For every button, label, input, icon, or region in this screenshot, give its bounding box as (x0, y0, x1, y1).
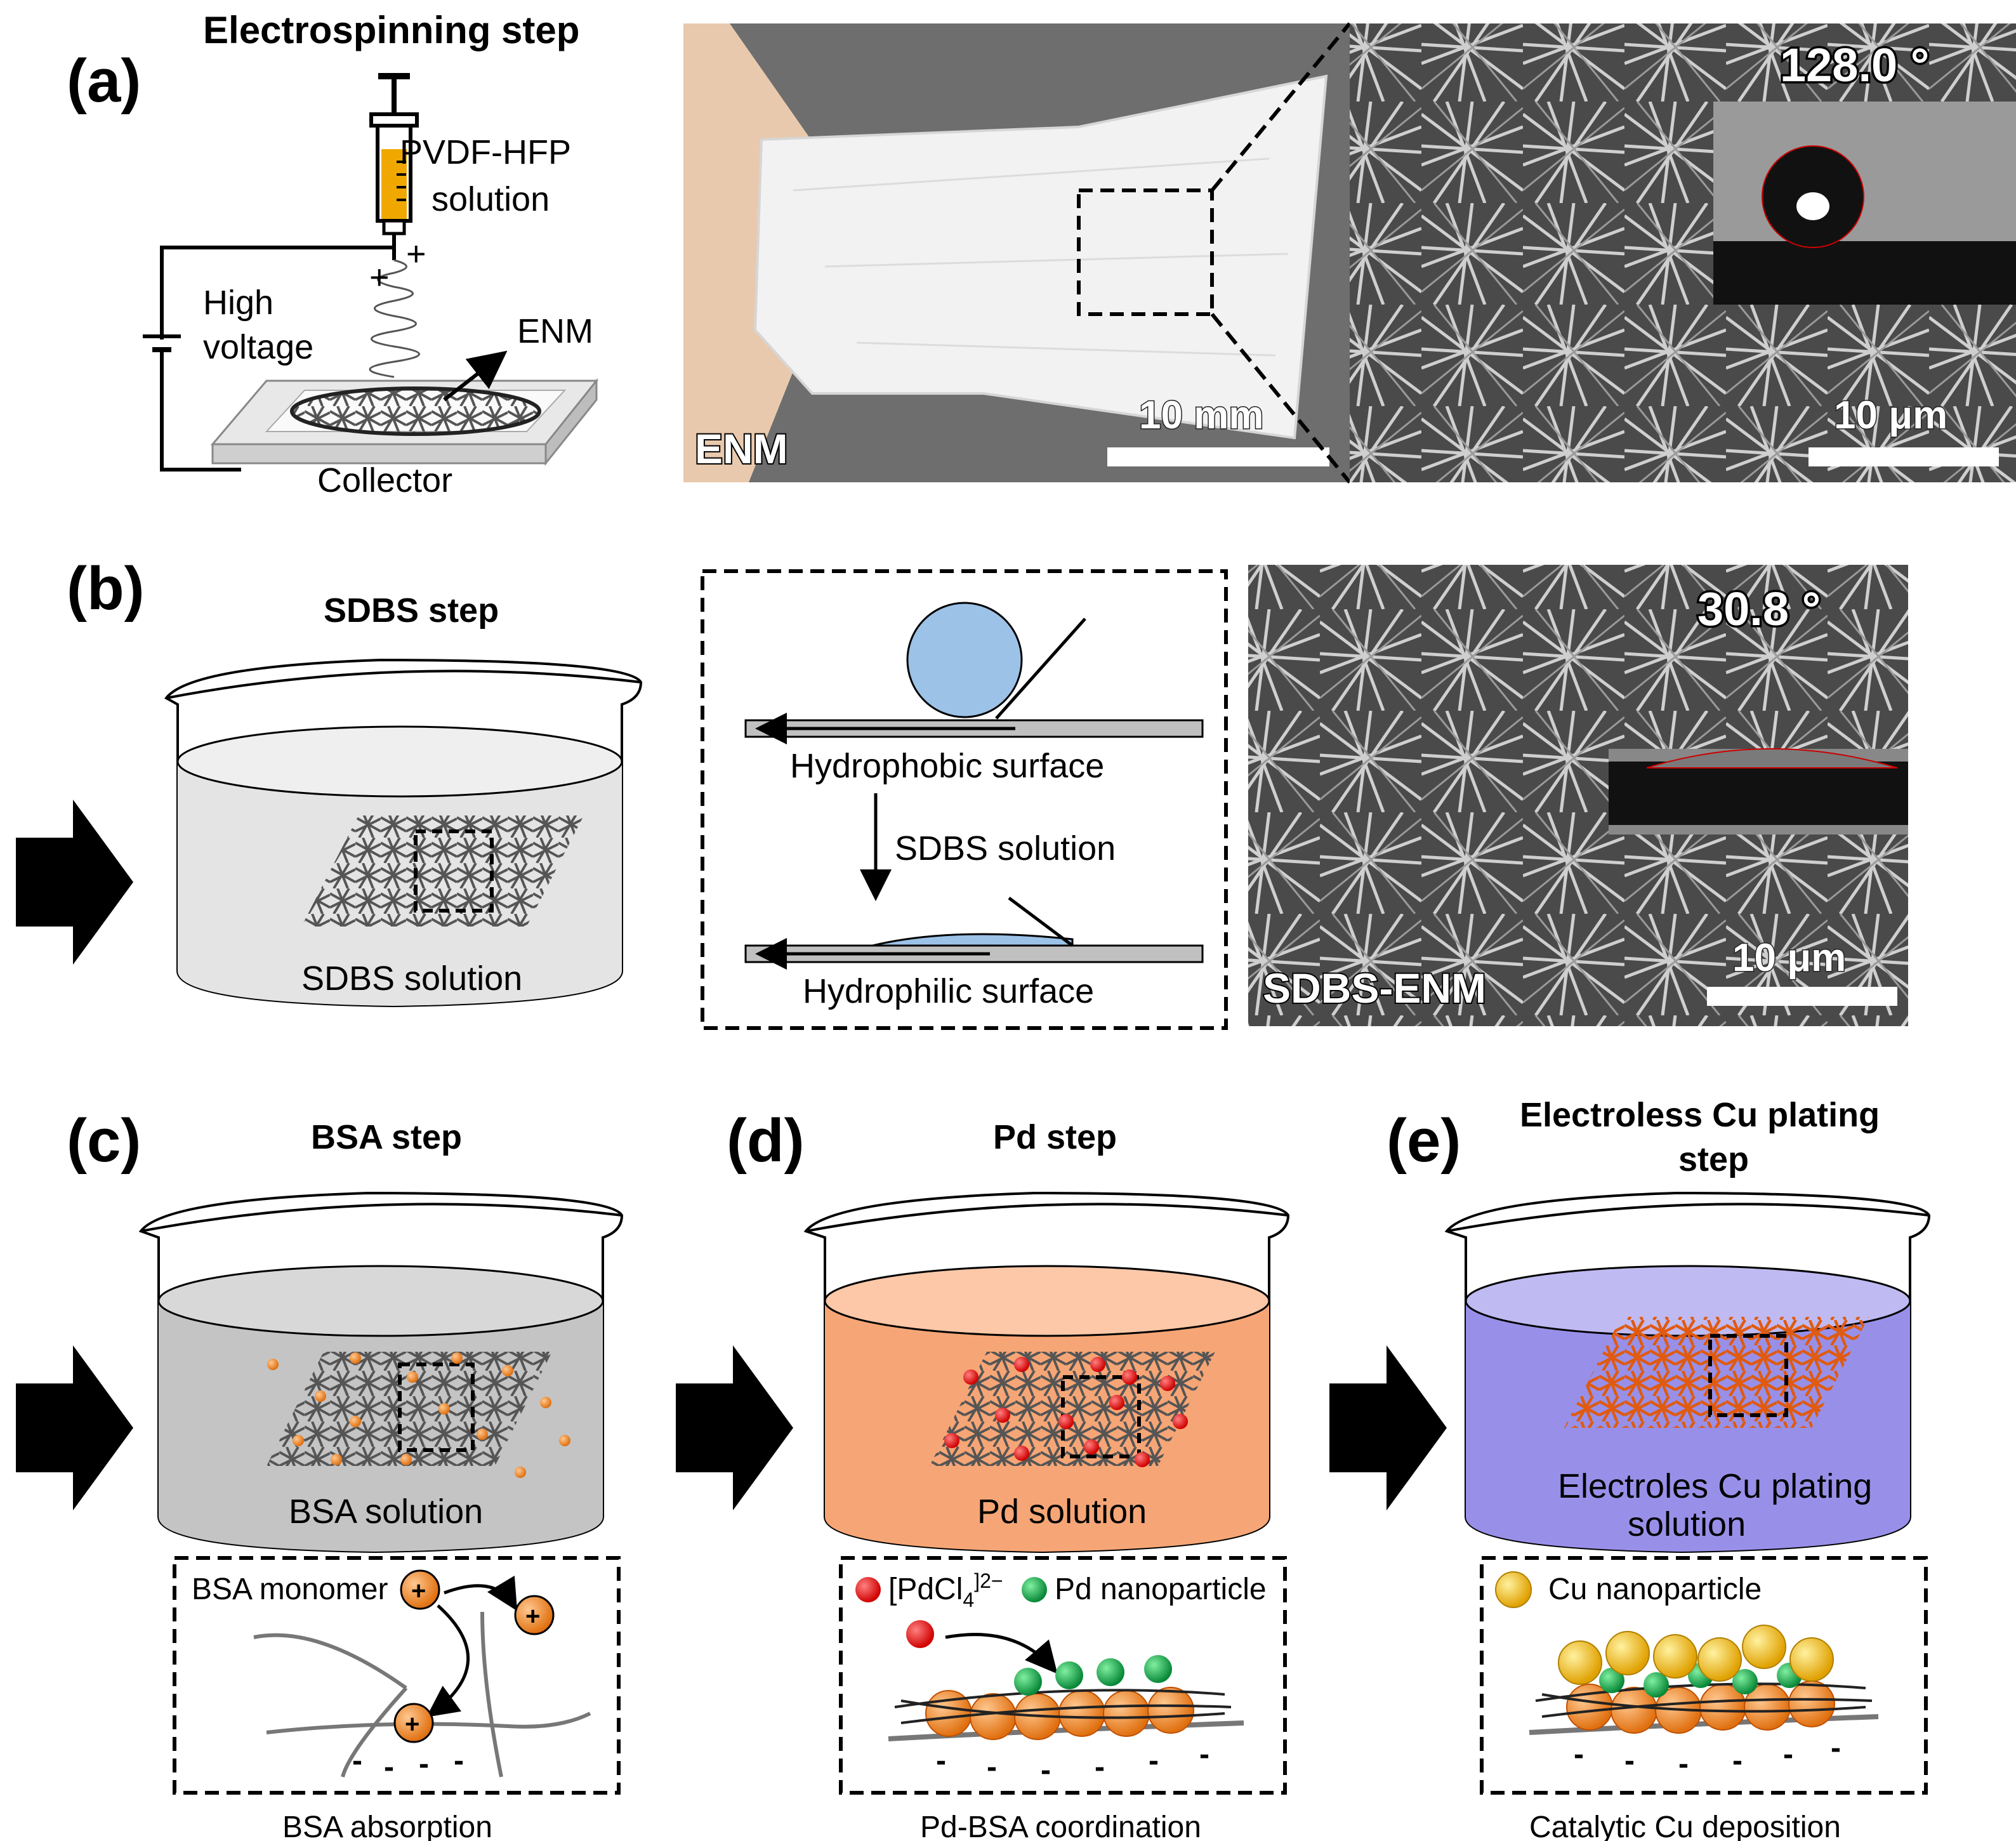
panel-e-title-line2: step (1678, 1140, 1749, 1178)
sem-scale-label-b: 10 μm (1732, 936, 1846, 980)
legend-cu-marker (1495, 1571, 1532, 1608)
caption-d: Pd-BSA coordination (920, 1811, 1201, 1841)
panel-d-title: Pd step (993, 1118, 1117, 1156)
collector-label: Collector (317, 461, 452, 499)
legend-pd-np-label: Pd nanoparticle (1055, 1573, 1267, 1606)
neg-d-6: - (1199, 1738, 1209, 1771)
neg-e-1: - (1574, 1738, 1584, 1771)
neg-d-1: - (936, 1744, 946, 1778)
voltage-label-line1: High (203, 284, 273, 322)
contact-angle-a: 128.0 ° (1780, 39, 1929, 91)
beaker-e-solution-line1: Electroles Cu plating (1558, 1467, 1872, 1505)
pdcl-ion (906, 1620, 934, 1648)
cu-inset (1480, 1556, 1928, 1795)
enm-label: ENM (517, 312, 593, 350)
legend-pdcl-marker (855, 1577, 881, 1602)
caption-e: Catalytic Cu deposition (1529, 1811, 1841, 1841)
legend-pd-np-marker (1022, 1577, 1047, 1602)
enm-sem-image (1350, 23, 2016, 482)
panel-a-title: Electrospinning step (203, 9, 579, 51)
hydrophobic-drop (906, 602, 1023, 718)
hydrophilic-droplet (1646, 748, 1898, 769)
hydrophobic-label: Hydrophobic surface (790, 747, 1104, 785)
plus-sign-right: + (406, 235, 426, 273)
neg-c-2: - (384, 1750, 394, 1784)
beaker-d (803, 1191, 1290, 1554)
legend-cu-label: Cu nanoparticle (1548, 1573, 1762, 1606)
panel-b-title: SDBS step (324, 591, 499, 630)
neg-e-4: - (1732, 1744, 1743, 1778)
electrospinning-schematic (143, 73, 599, 472)
neg-e-2: - (1624, 1744, 1635, 1778)
bsa-monomer-1 (400, 1569, 440, 1610)
syringe-label-line2: solution (432, 180, 550, 218)
arrow-to-e (1329, 1345, 1447, 1510)
panel-b-label: (b) (67, 555, 145, 623)
hydrophilic-label: Hydrophilic surface (803, 972, 1094, 1010)
enm-photo (683, 23, 1350, 482)
bsa-monomer-3 (393, 1703, 434, 1743)
neg-e-3: - (1678, 1747, 1689, 1781)
bsa-monomer-2 (514, 1595, 555, 1635)
beaker-c-solution: BSA solution (289, 1493, 483, 1531)
neg-d-4: - (1095, 1750, 1105, 1784)
plus-sign-left: + (369, 258, 390, 296)
sdbs-enm-label: SDBS-ENM (1263, 965, 1486, 1012)
contact-angle-b: 30.8 ° (1697, 583, 1821, 635)
beaker-b-solution: SDBS solution (301, 960, 522, 998)
charge-3: + (405, 1710, 419, 1738)
neg-d-5: - (1149, 1744, 1159, 1778)
neg-d-2: - (987, 1750, 997, 1784)
neg-e-6: - (1831, 1731, 1841, 1765)
beaker-e (1444, 1191, 1931, 1554)
bsa-monomer-label: BSA monomer (192, 1573, 388, 1606)
beaker-d-solution: Pd solution (977, 1493, 1147, 1531)
neg-d-3: - (1041, 1753, 1051, 1787)
beaker-e-solution-line2: solution (1628, 1505, 1746, 1543)
beaker-c (138, 1191, 624, 1554)
neg-c-1: - (352, 1744, 362, 1778)
panel-e-label: (e) (1387, 1107, 1461, 1175)
charge-2: + (525, 1602, 540, 1630)
sdbs-arrow-label: SDBS solution (895, 829, 1116, 868)
syringe-label-line1: PVDF-HFP (400, 133, 571, 171)
pd-inset (839, 1556, 1287, 1795)
voltage-label-line2: voltage (203, 328, 313, 366)
sdbs-enm-sem-image (1248, 565, 1908, 1026)
bsa-inset (173, 1556, 621, 1795)
neg-c-3: - (419, 1747, 429, 1781)
photo-enm-label: ENM (695, 425, 788, 472)
arrow-to-c (16, 1345, 133, 1510)
panel-e-title-line1: Electroless Cu plating (1520, 1096, 1880, 1134)
wetting-inset (701, 569, 1228, 1030)
neg-c-4: - (454, 1744, 464, 1778)
panel-c-label: (c) (67, 1107, 141, 1175)
charge-1: + (411, 1577, 426, 1605)
legend-pdcl-label: [PdCl4]2− (888, 1569, 1003, 1611)
panel-d-label: (d) (727, 1107, 805, 1175)
arrow-to-b (16, 800, 133, 965)
beaker-b (164, 658, 643, 1008)
caption-c: BSA absorption (282, 1811, 492, 1841)
neg-e-5: - (1783, 1738, 1793, 1771)
sem-scale-label-a: 10 μm (1834, 393, 1947, 437)
panel-c-title: BSA step (311, 1118, 462, 1156)
panel-a-label: (a) (67, 47, 141, 115)
arrow-to-d (676, 1345, 793, 1510)
photo-scale-label: 10 mm (1139, 393, 1263, 437)
